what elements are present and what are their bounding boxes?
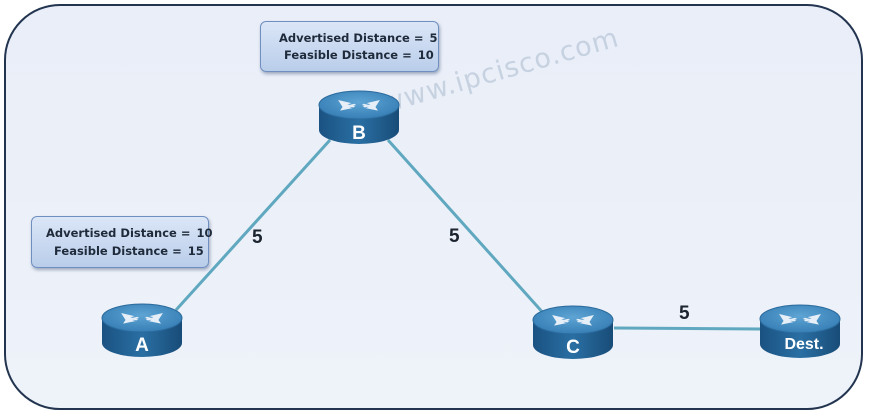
- router-dest-label: Dest.: [784, 336, 824, 353]
- router-a-icon[interactable]: [101, 303, 183, 357]
- feasible-distance-value: 15: [187, 244, 204, 258]
- link-c-dest: [613, 326, 761, 331]
- feasible-distance-value: 10: [417, 48, 434, 62]
- router-b-icon[interactable]: [318, 90, 400, 144]
- router-c-icon[interactable]: [532, 305, 614, 359]
- feasible-distance-label: Feasible Distance =: [54, 244, 182, 258]
- link-b-c: [386, 138, 547, 317]
- router-b-distance-box: Advertised Distance = 5 Feasible Distance…: [260, 21, 439, 72]
- router-b-label: B: [352, 123, 366, 144]
- feasible-distance-row: Feasible Distance = 15: [54, 244, 204, 258]
- router-a-distance-box: Advertised Distance = 10 Feasible Distanc…: [31, 216, 212, 268]
- advertised-distance-value: 5: [429, 31, 438, 45]
- link-a-b-cost: 5: [252, 227, 263, 248]
- feasible-distance-row: Feasible Distance = 10: [284, 48, 434, 62]
- router-a-label: A: [135, 335, 149, 356]
- advertised-distance-label: Advertised Distance =: [279, 31, 424, 45]
- advertised-distance-row: Advertised Distance = 5: [279, 31, 437, 45]
- router-c-label: C: [566, 337, 580, 358]
- router-dest-icon[interactable]: [759, 304, 841, 358]
- link-c-dest-cost: 5: [679, 303, 690, 324]
- link-a-b: [174, 138, 332, 312]
- advertised-distance-label: Advertised Distance =: [46, 226, 191, 240]
- advertised-distance-value: 10: [196, 226, 213, 240]
- feasible-distance-label: Feasible Distance =: [284, 48, 412, 62]
- advertised-distance-row: Advertised Distance = 10: [46, 226, 212, 240]
- link-b-c-cost: 5: [449, 226, 460, 247]
